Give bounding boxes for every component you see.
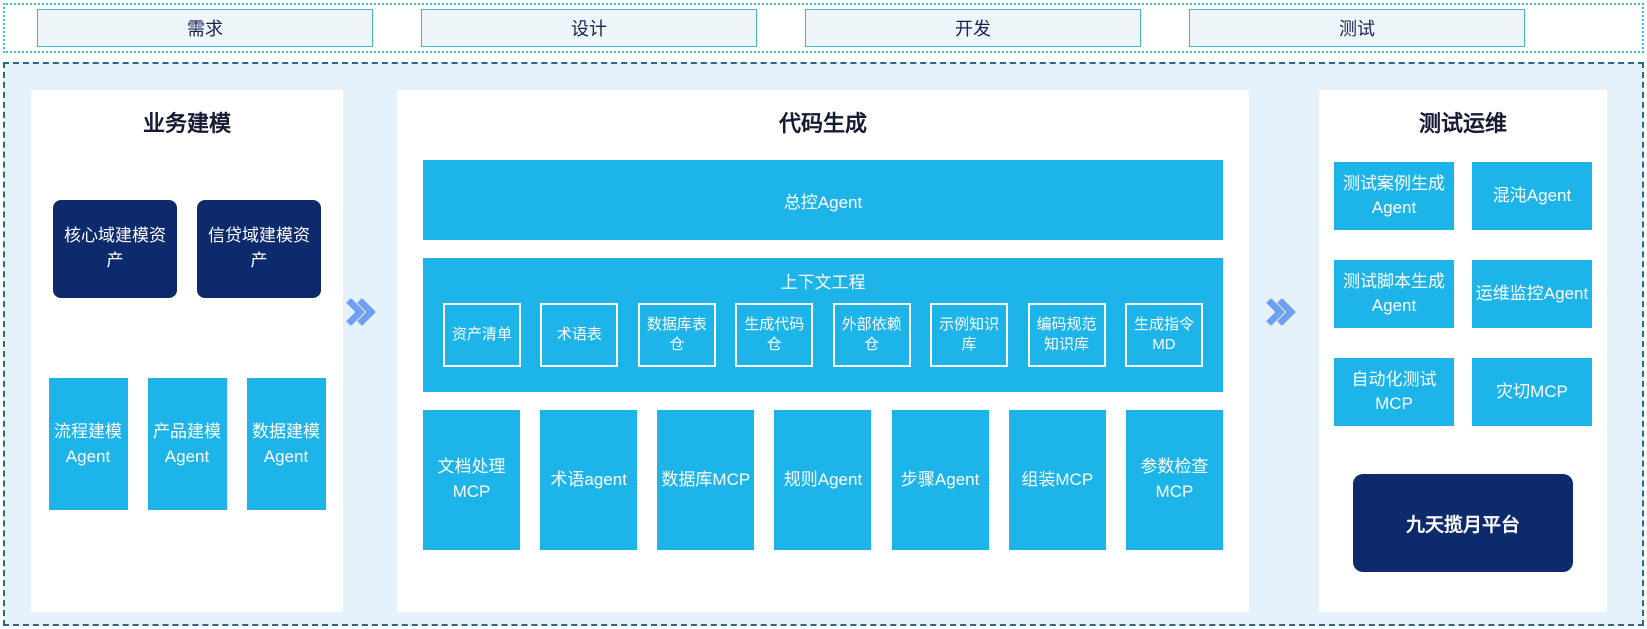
context-item-external-deps-repo: 外部依赖仓 <box>832 303 911 367</box>
node-jiutian-lanyue-platform: 九天揽月平台 <box>1353 474 1573 572</box>
context-item-example-knowledge-base: 示例知识库 <box>930 303 1009 367</box>
panel-business-modeling: 业务建模 核心域建模资产 信贷域建模资产 流程建模Agent 产品建模Agent… <box>31 90 343 612</box>
phase-box-testing: 测试 <box>1189 9 1525 47</box>
node-param-check-mcp: 参数检查MCP <box>1125 410 1223 550</box>
node-terminology-agent: 术语agent <box>540 410 638 550</box>
node-disaster-switch-mcp: 灾切MCP <box>1472 358 1592 426</box>
context-item-generation-instruction-md: 生成指令MD <box>1124 303 1203 367</box>
node-core-domain-asset: 核心域建模资产 <box>53 200 177 298</box>
phase-strip: 需求 设计 开发 测试 <box>3 3 1644 53</box>
panel-code-generation: 代码生成 总控Agent 上下文工程 资产清单 术语表 数据库表仓 生成代码仓 … <box>397 90 1249 612</box>
context-item-asset-list: 资产清单 <box>443 303 521 367</box>
node-database-mcp: 数据库MCP <box>657 410 755 550</box>
asset-row: 核心域建模资产 信贷域建模资产 <box>31 200 343 298</box>
context-item-db-table-repo: 数据库表仓 <box>637 303 716 367</box>
node-test-script-gen-agent: 测试脚本生成Agent <box>1334 260 1454 328</box>
node-process-modeling-agent: 流程建模Agent <box>48 378 128 510</box>
node-assembly-mcp: 组装MCP <box>1008 410 1106 550</box>
panel-title-code-generation: 代码生成 <box>778 111 867 136</box>
panel-title-test-ops: 测试运维 <box>1418 111 1507 136</box>
codegen-tool-row: 文档处理MCP 术语agent 数据库MCP 规则Agent 步骤Agent 组… <box>423 410 1223 550</box>
node-auto-test-mcp: 自动化测试MCP <box>1334 358 1454 426</box>
context-item-generated-code-repo: 生成代码仓 <box>735 303 814 367</box>
context-item-glossary: 术语表 <box>540 303 619 367</box>
node-doc-processing-mcp: 文档处理MCP <box>423 410 520 550</box>
testops-grid: 测试案例生成Agent 混沌Agent 测试脚本生成Agent 运维监控Agen… <box>1319 162 1607 426</box>
node-ops-monitor-agent: 运维监控Agent <box>1472 260 1592 328</box>
panel-test-ops: 测试运维 测试案例生成Agent 混沌Agent 测试脚本生成Agent 运维监… <box>1319 90 1607 612</box>
node-chaos-agent: 混沌Agent <box>1472 162 1592 230</box>
panel-title-business-modeling: 业务建模 <box>142 111 231 136</box>
context-engineering-block: 上下文工程 资产清单 术语表 数据库表仓 生成代码仓 外部依赖仓 示例知识库 编… <box>423 258 1223 392</box>
flow-arrow-2 <box>1256 297 1297 327</box>
node-step-agent: 步骤Agent <box>891 410 989 550</box>
node-credit-domain-asset: 信贷域建模资产 <box>197 200 321 298</box>
main-container: 业务建模 核心域建模资产 信贷域建模资产 流程建模Agent 产品建模Agent… <box>3 62 1644 626</box>
node-master-agent: 总控Agent <box>423 160 1223 240</box>
flow-arrow-1 <box>336 297 377 327</box>
phase-box-design: 设计 <box>421 9 757 47</box>
context-item-row: 资产清单 术语表 数据库表仓 生成代码仓 外部依赖仓 示例知识库 编码规范知识库… <box>423 303 1223 367</box>
context-engineering-title: 上下文工程 <box>780 273 866 292</box>
phase-box-development: 开发 <box>805 9 1141 47</box>
context-item-coding-standard-kb: 编码规范知识库 <box>1027 303 1106 367</box>
phase-box-requirements: 需求 <box>37 9 373 47</box>
node-product-modeling-agent: 产品建模Agent <box>147 378 227 510</box>
node-rule-agent: 规则Agent <box>774 410 872 550</box>
node-test-case-gen-agent: 测试案例生成Agent <box>1334 162 1454 230</box>
modeling-agent-row: 流程建模Agent 产品建模Agent 数据建模Agent <box>31 378 343 510</box>
node-data-modeling-agent: 数据建模Agent <box>246 378 326 510</box>
